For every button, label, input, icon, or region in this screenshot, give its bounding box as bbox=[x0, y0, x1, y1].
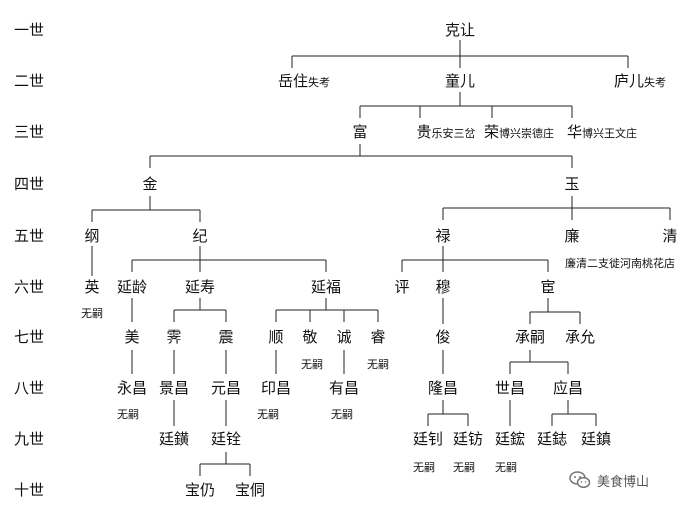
person-yuezhu: 岳住失考 bbox=[278, 72, 330, 92]
person-ji-2: 霁 bbox=[166, 328, 182, 346]
no-heir-tingzhao: 无嗣 bbox=[413, 461, 435, 474]
person-qing: 清 bbox=[662, 227, 678, 245]
person-luer-note: 失考 bbox=[644, 76, 667, 89]
person-lian: 廉 bbox=[564, 227, 580, 245]
person-tingkuai: 廷鐄 bbox=[158, 430, 190, 448]
person-yanfu: 延福 bbox=[310, 278, 342, 296]
person-keran: 克让 bbox=[444, 21, 476, 39]
generation-label-9: 九世 bbox=[14, 430, 45, 448]
person-tingzhen: 廷鎮 bbox=[580, 430, 612, 448]
person-hua-name: 华 bbox=[566, 123, 583, 141]
person-jin: 金 bbox=[142, 175, 158, 193]
person-ping: 评 bbox=[394, 278, 410, 296]
person-tinghong: 廷鋐 bbox=[494, 430, 526, 448]
no-heir-tingfang: 无嗣 bbox=[453, 461, 475, 474]
person-mu: 穆 bbox=[435, 278, 451, 296]
generation-label-8: 八世 bbox=[14, 379, 45, 397]
generation-label-7: 七世 bbox=[14, 328, 45, 346]
generation-label-3: 三世 bbox=[14, 123, 45, 141]
person-rong: 荣博兴崇德庄 bbox=[484, 123, 554, 143]
person-tonger: 童儿 bbox=[444, 72, 476, 90]
person-rong-note: 博兴崇德庄 bbox=[499, 127, 555, 140]
no-heir-ying: 无嗣 bbox=[81, 307, 103, 320]
person-rong-name: 荣 bbox=[483, 123, 500, 141]
generation-label-1: 一世 bbox=[14, 21, 45, 39]
lian-qing-migration-note: 廉清二支徙河南桃花店 bbox=[565, 257, 675, 270]
no-heir-youchang: 无嗣 bbox=[331, 408, 353, 421]
no-heir-tinghong: 无嗣 bbox=[495, 461, 517, 474]
person-shichang: 世昌 bbox=[494, 379, 526, 397]
person-chengsi: 承嗣 bbox=[514, 328, 546, 346]
person-luer: 庐儿失考 bbox=[614, 72, 666, 92]
person-tingfang: 廷钫 bbox=[452, 430, 484, 448]
person-jingchang: 景昌 bbox=[158, 379, 190, 397]
wechat-logo-icon bbox=[569, 471, 591, 489]
person-yanshou: 延寿 bbox=[184, 278, 216, 296]
person-yuanchang: 元昌 bbox=[210, 379, 242, 397]
person-baotong: 宝侗 bbox=[234, 481, 266, 499]
generation-label-4: 四世 bbox=[14, 175, 45, 193]
person-fu: 富 bbox=[352, 123, 368, 141]
person-ji: 纪 bbox=[192, 227, 208, 245]
person-gui: 贵乐安三岔 bbox=[416, 123, 475, 143]
no-heir-yinchang: 无嗣 bbox=[257, 408, 279, 421]
person-youchang: 有昌 bbox=[328, 379, 360, 397]
person-mei: 美 bbox=[124, 328, 140, 346]
person-cheng: 诚 bbox=[336, 328, 352, 346]
person-yuezhu-name: 岳住 bbox=[277, 72, 309, 90]
person-hua-note: 博兴王文庄 bbox=[582, 127, 638, 140]
person-lu: 禄 bbox=[435, 227, 451, 245]
generation-label-5: 五世 bbox=[14, 227, 45, 245]
no-heir-rui: 无嗣 bbox=[367, 358, 389, 371]
person-yongchang: 永昌 bbox=[116, 379, 148, 397]
watermark: 美食博山 bbox=[568, 468, 649, 492]
person-jun: 俊 bbox=[435, 328, 451, 346]
person-yu: 玉 bbox=[564, 175, 580, 193]
no-heir-yongchang: 无嗣 bbox=[117, 408, 139, 421]
person-tingjie: 廷鋕 bbox=[536, 430, 568, 448]
generation-label-10: 十世 bbox=[14, 481, 45, 499]
no-heir-jing: 无嗣 bbox=[301, 358, 323, 371]
person-yuezhu-note: 失考 bbox=[308, 76, 331, 89]
person-longchang: 隆昌 bbox=[427, 379, 459, 397]
generation-label-6: 六世 bbox=[14, 278, 45, 296]
person-luer-name: 庐儿 bbox=[613, 72, 645, 90]
person-rui: 睿 bbox=[370, 328, 386, 346]
person-zhen: 震 bbox=[218, 328, 234, 346]
watermark-text: 美食博山 bbox=[597, 474, 650, 490]
person-yinchang: 印昌 bbox=[260, 379, 292, 397]
person-gui-name: 贵 bbox=[416, 123, 432, 141]
person-gui-note: 乐安三岔 bbox=[431, 127, 476, 140]
person-ying: 英 bbox=[84, 278, 100, 296]
person-yanling: 延龄 bbox=[116, 278, 148, 296]
person-shun: 顺 bbox=[268, 328, 284, 346]
person-gang: 纲 bbox=[84, 227, 100, 245]
person-jing: 敬 bbox=[302, 328, 318, 346]
person-hua: 华博兴王文庄 bbox=[567, 123, 637, 143]
person-tingquan: 廷铨 bbox=[210, 430, 242, 448]
person-huan: 宦 bbox=[540, 278, 556, 296]
person-chengyun: 承允 bbox=[564, 328, 596, 346]
person-tingzhao: 廷钊 bbox=[412, 430, 444, 448]
generation-label-2: 二世 bbox=[14, 72, 45, 90]
person-baoreng: 宝仍 bbox=[184, 481, 216, 499]
person-yingchang: 应昌 bbox=[552, 379, 584, 397]
